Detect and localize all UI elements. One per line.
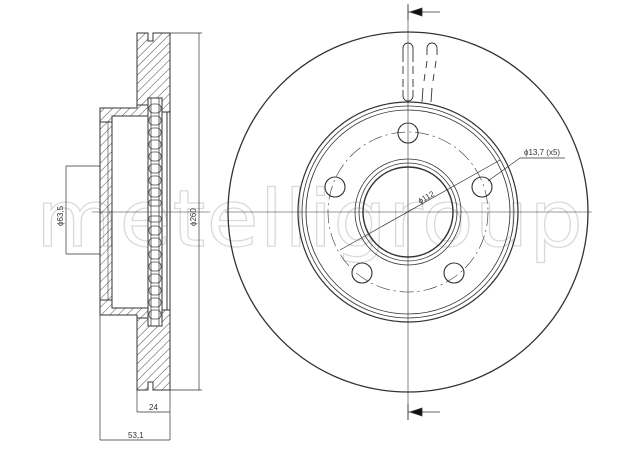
- bolt-hole-leader: [487, 157, 565, 182]
- hat-ring-1: [297, 101, 519, 323]
- front-view: [225, 5, 592, 420]
- vent-slot-marks: [402, 42, 438, 103]
- bolt-hole-4: [351, 262, 373, 284]
- bolt-hole-5: [324, 176, 346, 198]
- dim-outer-diameter: ϕ260: [189, 208, 198, 226]
- hat-ring-2: [301, 105, 515, 319]
- center-bore: [362, 166, 454, 258]
- disc-outer-edge: [227, 31, 589, 393]
- arrow-head-top-icon: [408, 7, 423, 17]
- hat-wall: [99, 121, 113, 301]
- bolt-circle: [327, 131, 489, 293]
- section-arrow-top: [407, 4, 440, 20]
- hat-flange-top: [99, 104, 151, 123]
- center-bore-outer: [354, 158, 462, 266]
- bolt-holes: [324, 122, 493, 284]
- dim-disc-thickness: 24: [149, 403, 158, 412]
- bolt-circle-leader: [339, 159, 501, 251]
- hat-flange-bottom: [99, 299, 151, 319]
- bolt-hole-2: [471, 176, 493, 198]
- hat-ring-3: [305, 109, 511, 315]
- bolt-hole-3: [443, 262, 465, 284]
- bolt-hole-1: [397, 122, 419, 144]
- side-dimensions: [65, 32, 202, 441]
- arrow-head-bottom-icon: [408, 407, 423, 417]
- section-arrow-bottom: [407, 404, 440, 420]
- vent-vanes: [148, 98, 162, 326]
- dim-bolt-holes: ϕ13,7 (x5): [524, 148, 560, 157]
- dim-hub-bore: ϕ63,5: [56, 205, 65, 226]
- dim-overall-height: 53,1: [128, 431, 144, 440]
- center-bore-mid: [358, 162, 458, 262]
